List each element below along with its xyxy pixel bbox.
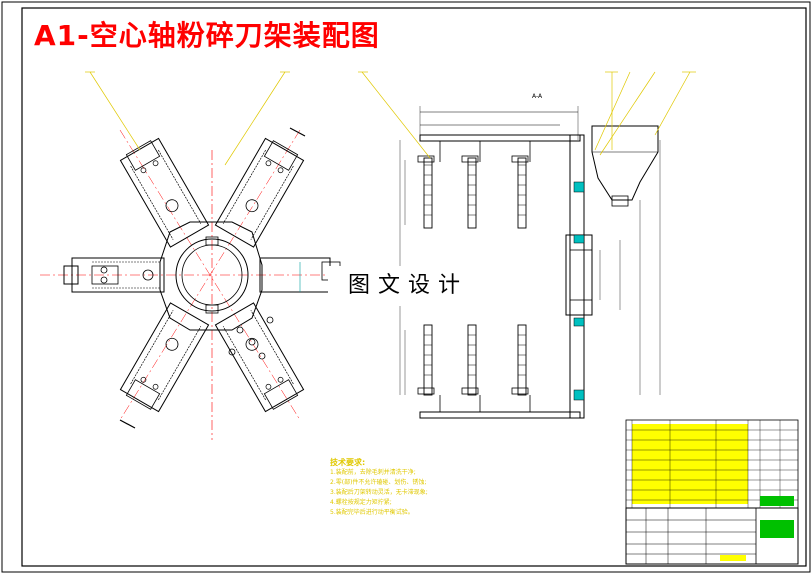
- inner-frame: [21, 7, 807, 567]
- drawing-title: A1-空心轴粉碎刀架装配图: [34, 19, 380, 52]
- notes-line: 1.装配前，去除毛刺并清洗干净;: [330, 469, 416, 476]
- upper-blades: [417, 141, 531, 229]
- notes-line: 4.螺栓按规定力矩拧紧;: [330, 499, 392, 506]
- lower-blades: [417, 324, 531, 412]
- bolt-cluster: [228, 316, 274, 360]
- parts-list: [625, 419, 799, 509]
- title-block: [625, 496, 799, 565]
- front-view: [40, 71, 341, 440]
- notes-heading: 技术要求:: [330, 458, 366, 467]
- arm-lower-left: [119, 302, 210, 413]
- arm-upper-right: [214, 137, 305, 248]
- notes-line: 2.零(部)件不允许磕碰、划伤、锈蚀;: [330, 479, 427, 486]
- notes-line: 5.装配完毕后进行动平衡试验。: [330, 509, 414, 516]
- notes-line: 3.装配后刀架转动灵活，无卡滞现象;: [330, 489, 428, 496]
- arm-left: [63, 257, 165, 293]
- watermark: 图文设计: [328, 266, 488, 306]
- hub: [159, 221, 263, 331]
- arm-upper-left: [119, 137, 210, 248]
- section-label: A-A: [532, 93, 543, 100]
- section-view: [358, 71, 696, 419]
- arm-lower-right: [214, 302, 305, 413]
- technical-notes: 技术要求: 1.装配前，去除毛刺并清洗干净; 2.零(部)件不允许磕碰、划伤、锈…: [330, 458, 428, 518]
- hopper: [591, 125, 659, 207]
